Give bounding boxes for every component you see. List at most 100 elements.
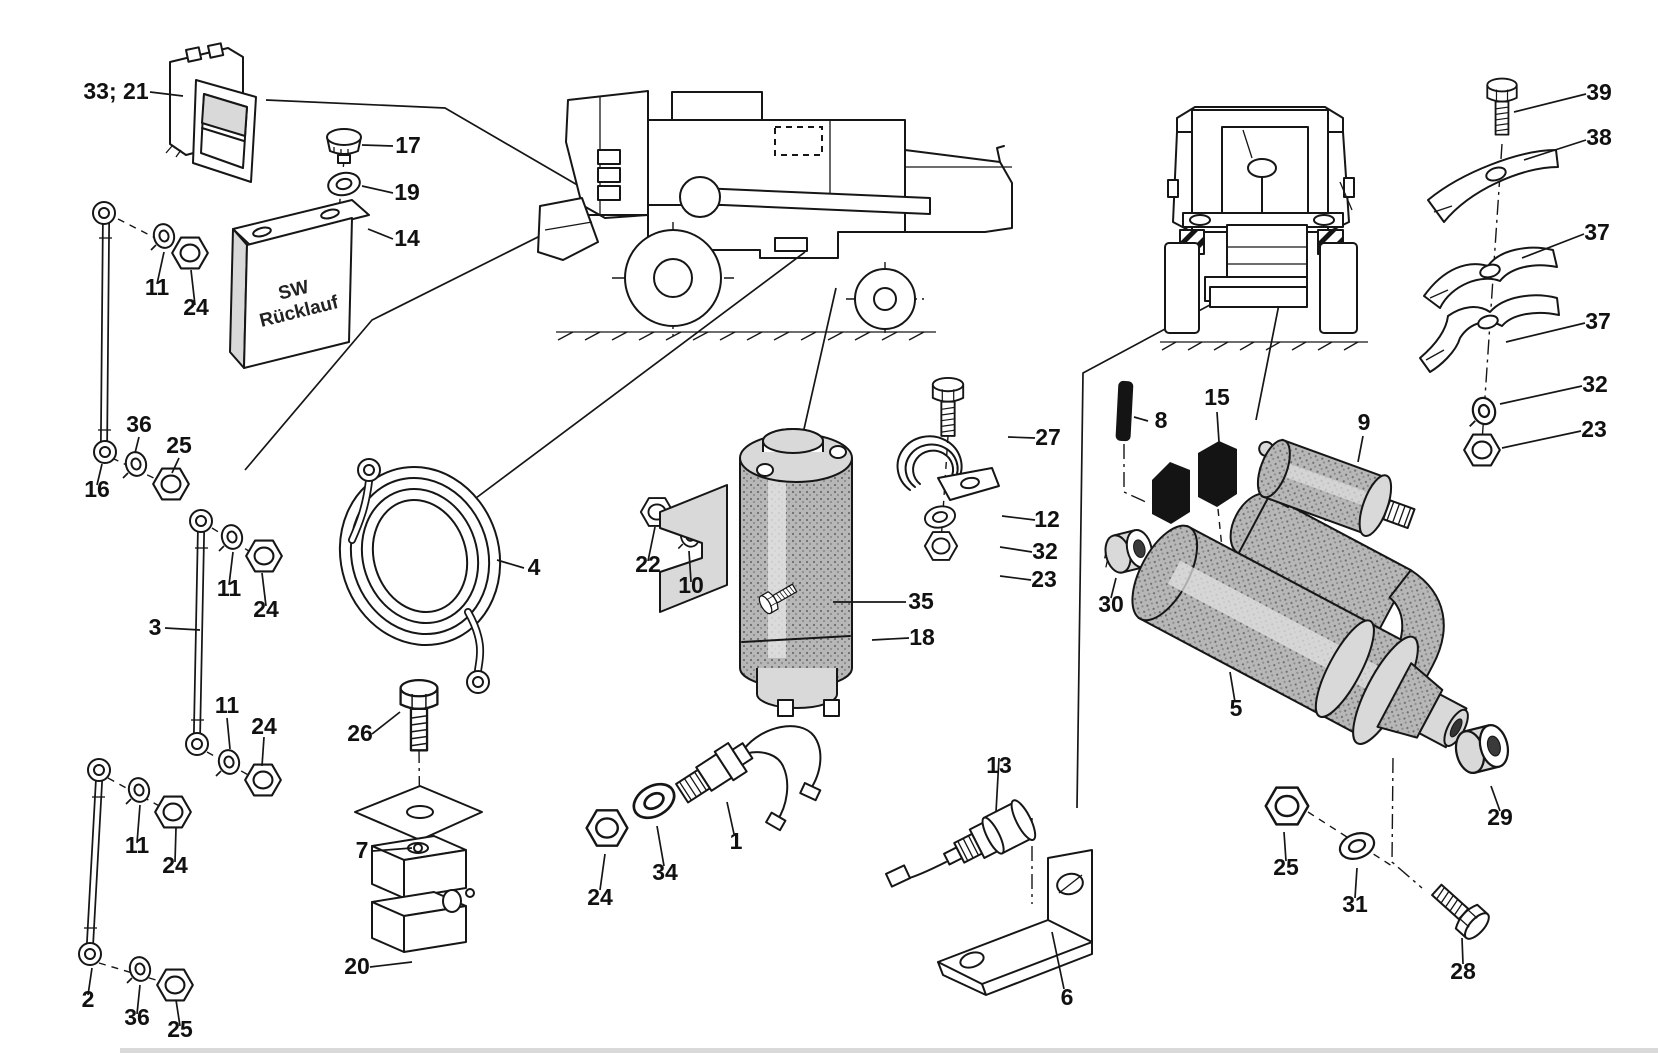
part-label-17: 17 — [395, 132, 421, 158]
part-bracket-14: SWRücklauf — [229, 199, 370, 369]
part-label-2: 2 — [82, 986, 95, 1012]
part-label-14: 14 — [394, 225, 420, 251]
part-label-18: 18 — [909, 624, 935, 650]
part-strap-38 — [1427, 149, 1559, 223]
part-label-34: 34 — [652, 859, 678, 885]
part-label-19: 19 — [394, 179, 420, 205]
part-label-16: 16 — [84, 476, 110, 502]
part-brush-blocks-15 — [1152, 441, 1237, 524]
part-bushing-30 — [1104, 529, 1153, 574]
part-washer-34 — [623, 774, 685, 828]
part-label-7: 7 — [356, 837, 369, 863]
part-label-35: 35 — [908, 588, 934, 614]
part-label-36: 36 — [124, 1004, 150, 1030]
part-label-13: 13 — [986, 752, 1012, 778]
part-label-3: 3 — [149, 614, 162, 640]
part-label-11: 11 — [217, 575, 242, 601]
part-label-32: 32 — [1032, 538, 1058, 564]
part-bolt-27 — [931, 377, 965, 437]
part-label-23: 23 — [1581, 416, 1607, 442]
part-label-31: 31 — [1342, 891, 1368, 917]
part-label-32: 32 — [1582, 371, 1608, 397]
part-label-24: 24 — [162, 852, 188, 878]
part-label-28: 28 — [1450, 958, 1476, 984]
part-label-38: 38 — [1586, 124, 1612, 150]
combine-rear-view — [1160, 106, 1368, 351]
part-clamp-block-20 — [371, 835, 475, 953]
part-rocker-switch-33-21 — [165, 42, 257, 183]
part-nut-24 — [245, 539, 283, 573]
part-label-1: 1 — [730, 828, 743, 854]
part-label-6: 6 — [1061, 984, 1074, 1010]
part-cap-17 — [326, 128, 362, 164]
part-label-8: 8 — [1155, 407, 1168, 433]
part-nut-24 — [154, 795, 192, 829]
part-nut-25 — [156, 968, 194, 1002]
part-nut-24 — [585, 809, 629, 847]
part-washer-11 — [150, 220, 178, 252]
part-label-24: 24 — [251, 713, 277, 739]
part-clamp-37-lower — [1419, 294, 1560, 373]
part-label-37: 37 — [1585, 308, 1611, 334]
part-bolt-39 — [1486, 77, 1518, 136]
part-label-11: 11 — [145, 274, 170, 300]
part-label-22: 22 — [635, 551, 661, 577]
part-cable-coil-4 — [338, 458, 502, 694]
part-label-24: 24 — [587, 884, 613, 910]
part-label-39: 39 — [1586, 79, 1612, 105]
part-bushing-29 — [1454, 724, 1510, 775]
part-label-23: 23 — [1031, 566, 1057, 592]
part-label-25: 25 — [167, 1016, 193, 1042]
part-label-9: 9 — [1358, 409, 1371, 435]
part-number-labels: 33; 21 17 19 14 11 24 16 36 25 3 11 24 1… — [82, 78, 1612, 1042]
part-solenoid-9 — [1256, 438, 1416, 537]
part-washer-36 — [122, 448, 150, 480]
page-edge-shadow — [120, 1048, 1658, 1053]
part-label-11: 11 — [125, 832, 150, 858]
part-rod-3 — [185, 509, 213, 756]
part-bolt-28 — [1425, 877, 1494, 944]
part-washer-32 — [1468, 394, 1500, 428]
part-label-24: 24 — [253, 596, 279, 622]
part-washer-19 — [325, 168, 363, 200]
part-sensor-1 — [675, 725, 822, 832]
part-label-15: 15 — [1204, 384, 1230, 410]
part-label-10: 10 — [678, 572, 704, 598]
part-label-20: 20 — [344, 953, 370, 979]
part-rod-16 — [92, 201, 117, 464]
part-label-5: 5 — [1230, 695, 1243, 721]
part-washer-11 — [218, 521, 246, 553]
part-label-33-21: 33; 21 — [83, 78, 148, 104]
part-label-11: 11 — [215, 692, 240, 718]
part-label-37: 37 — [1584, 219, 1610, 245]
part-label-25: 25 — [1273, 854, 1299, 880]
part-label-29: 29 — [1487, 804, 1513, 830]
part-washer-36 — [126, 953, 154, 985]
part-washer-11 — [215, 746, 243, 778]
part-label-27: 27 — [1035, 424, 1061, 450]
part-bolt-26 — [399, 679, 439, 752]
part-nut-24 — [244, 763, 282, 797]
combine-side-view — [537, 90, 1013, 341]
part-label-25: 25 — [166, 432, 192, 458]
part-bracket-6 — [937, 849, 1093, 996]
part-relay-18 — [659, 428, 853, 717]
part-label-24: 24 — [183, 294, 209, 320]
label-leader-lines — [87, 91, 1587, 1027]
part-nut-23 — [923, 531, 959, 561]
part-pin-8 — [1115, 380, 1134, 442]
part-plate-7 — [354, 785, 483, 841]
part-nut-25 — [1264, 786, 1310, 826]
part-washer-32 — [922, 502, 958, 532]
part-rod-2 — [78, 758, 111, 966]
part-label-36: 36 — [126, 411, 152, 437]
part-nut-23 — [1463, 433, 1501, 467]
part-clamp-12 — [896, 435, 1000, 501]
part-label-26: 26 — [347, 720, 373, 746]
part-switch-13 — [884, 799, 1037, 888]
part-label-12: 12 — [1034, 506, 1060, 532]
part-label-4: 4 — [528, 554, 541, 580]
part-nut-24 — [171, 236, 209, 270]
